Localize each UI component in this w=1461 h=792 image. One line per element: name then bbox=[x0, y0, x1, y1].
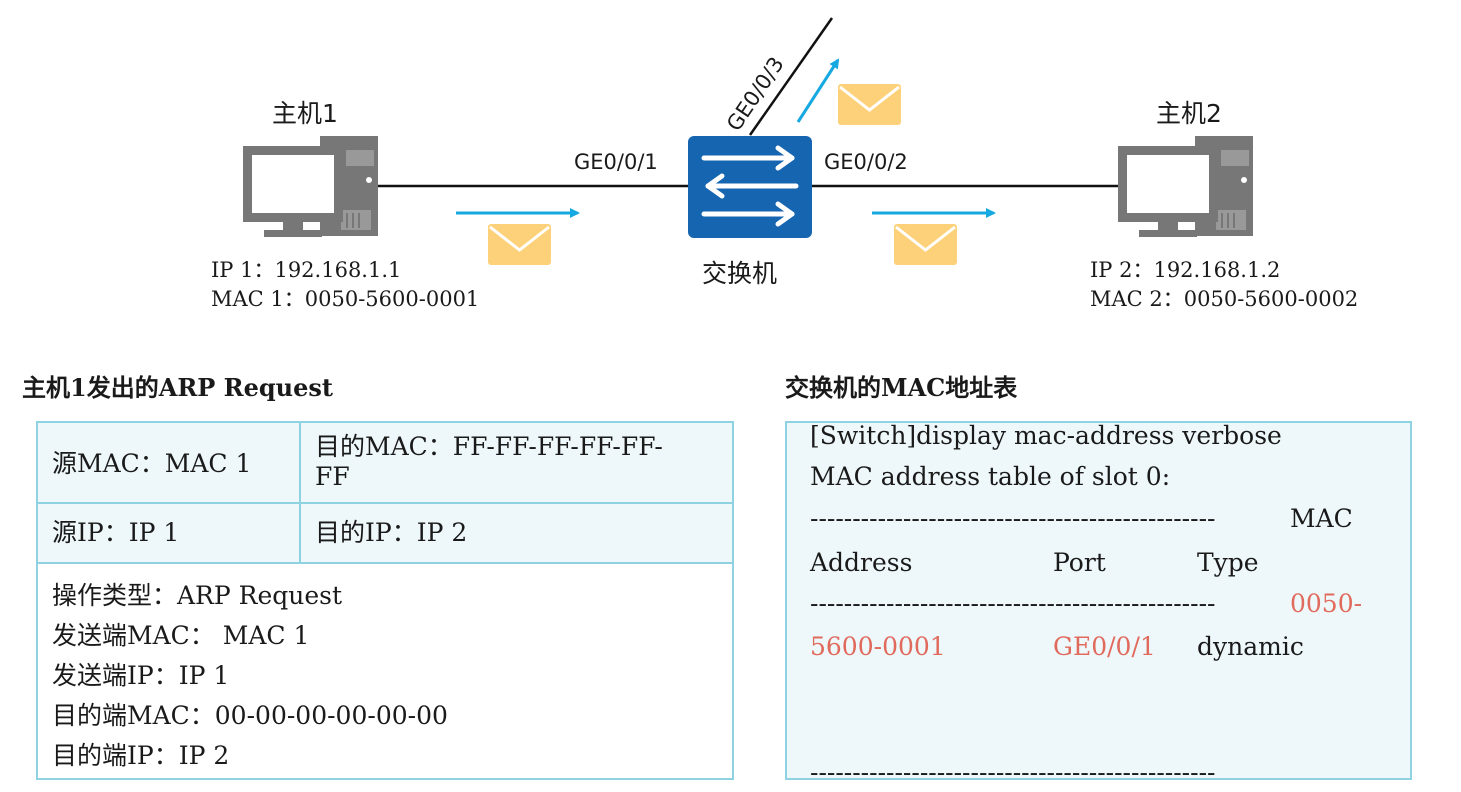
host2-computer-icon bbox=[1118, 136, 1253, 237]
mac-entry-port: GE0/0/1 bbox=[1053, 632, 1156, 661]
mac-entry-address: 0050- bbox=[1290, 589, 1363, 618]
dst-mac-cell: 目的MAC：FF-FF-FF-FF-FF- FF bbox=[301, 432, 732, 492]
mac-table-header-address: Address bbox=[810, 548, 913, 577]
host1-ip: IP 1：192.168.1.1 bbox=[211, 258, 402, 282]
host2-label: 主机2 bbox=[1156, 99, 1222, 128]
arp-field-line: 发送端MAC： MAC 1 bbox=[52, 621, 310, 650]
mac-table-header-type: Type bbox=[1197, 548, 1259, 577]
frame-arrow-icon bbox=[796, 58, 840, 123]
mac-table-separator: ----------------------------------------… bbox=[810, 504, 1216, 533]
envelope-icon bbox=[488, 224, 551, 265]
arp-field-line: 操作类型：ARP Request bbox=[52, 581, 343, 610]
mac-table-command: [Switch]display mac-address verbose bbox=[810, 421, 1282, 450]
mac-entry-type: dynamic bbox=[1197, 632, 1304, 661]
dst-ip-cell: 目的IP：IP 2 bbox=[315, 518, 468, 547]
switch-label: 交换机 bbox=[702, 259, 778, 288]
arp-field-line: 发送端IP：IP 1 bbox=[52, 661, 230, 690]
arp-request-title: 主机1发出的ARP Request bbox=[22, 373, 333, 402]
mac-table-title: 交换机的MAC地址表 bbox=[785, 373, 1018, 402]
arp-body-cell: 操作类型：ARP Request 发送端MAC： MAC 1 发送端IP：IP … bbox=[38, 576, 732, 776]
host1-mac: MAC 1：0050-5600-0001 bbox=[211, 287, 480, 311]
src-mac-cell: 源MAC：MAC 1 bbox=[52, 449, 252, 478]
arp-field-line: 目的端MAC：00-00-00-00-00-00 bbox=[52, 701, 448, 730]
mac-table-separator: ----------------------------------------… bbox=[810, 589, 1216, 618]
envelope-icon bbox=[838, 84, 901, 125]
host2-ip: IP 2：192.168.1.2 bbox=[1090, 258, 1281, 282]
mac-table-separator: ----------------------------------------… bbox=[810, 758, 1216, 787]
port-label-ge002: GE0/0/2 bbox=[824, 150, 908, 174]
host2-mac: MAC 2：0050-5600-0002 bbox=[1090, 287, 1359, 311]
mac-table-subtitle: MAC address table of slot 0: bbox=[810, 462, 1171, 491]
mac-entry-address: 5600-0001 bbox=[810, 632, 946, 661]
mac-table-header-mac: MAC bbox=[1290, 504, 1353, 533]
port-label-ge001: GE0/0/1 bbox=[574, 150, 658, 174]
envelope-icon bbox=[894, 224, 957, 265]
mac-table-header-port: Port bbox=[1053, 548, 1106, 577]
switch-icon bbox=[688, 136, 812, 238]
src-ip-cell: 源IP：IP 1 bbox=[52, 518, 180, 547]
link-switch-port3 bbox=[748, 17, 834, 136]
dst-mac-line: 目的MAC：FF-FF-FF-FF-FF- bbox=[315, 432, 663, 461]
arp-request-table: 源MAC：MAC 1 目的MAC：FF-FF-FF-FF-FF- FF 源IP：… bbox=[36, 421, 734, 780]
arp-field-line: 目的端IP：IP 2 bbox=[52, 741, 230, 770]
mac-table-box bbox=[785, 421, 1412, 780]
dst-mac-line: FF bbox=[315, 462, 350, 491]
host1-computer-icon bbox=[243, 136, 378, 237]
host1-label: 主机1 bbox=[272, 99, 338, 128]
